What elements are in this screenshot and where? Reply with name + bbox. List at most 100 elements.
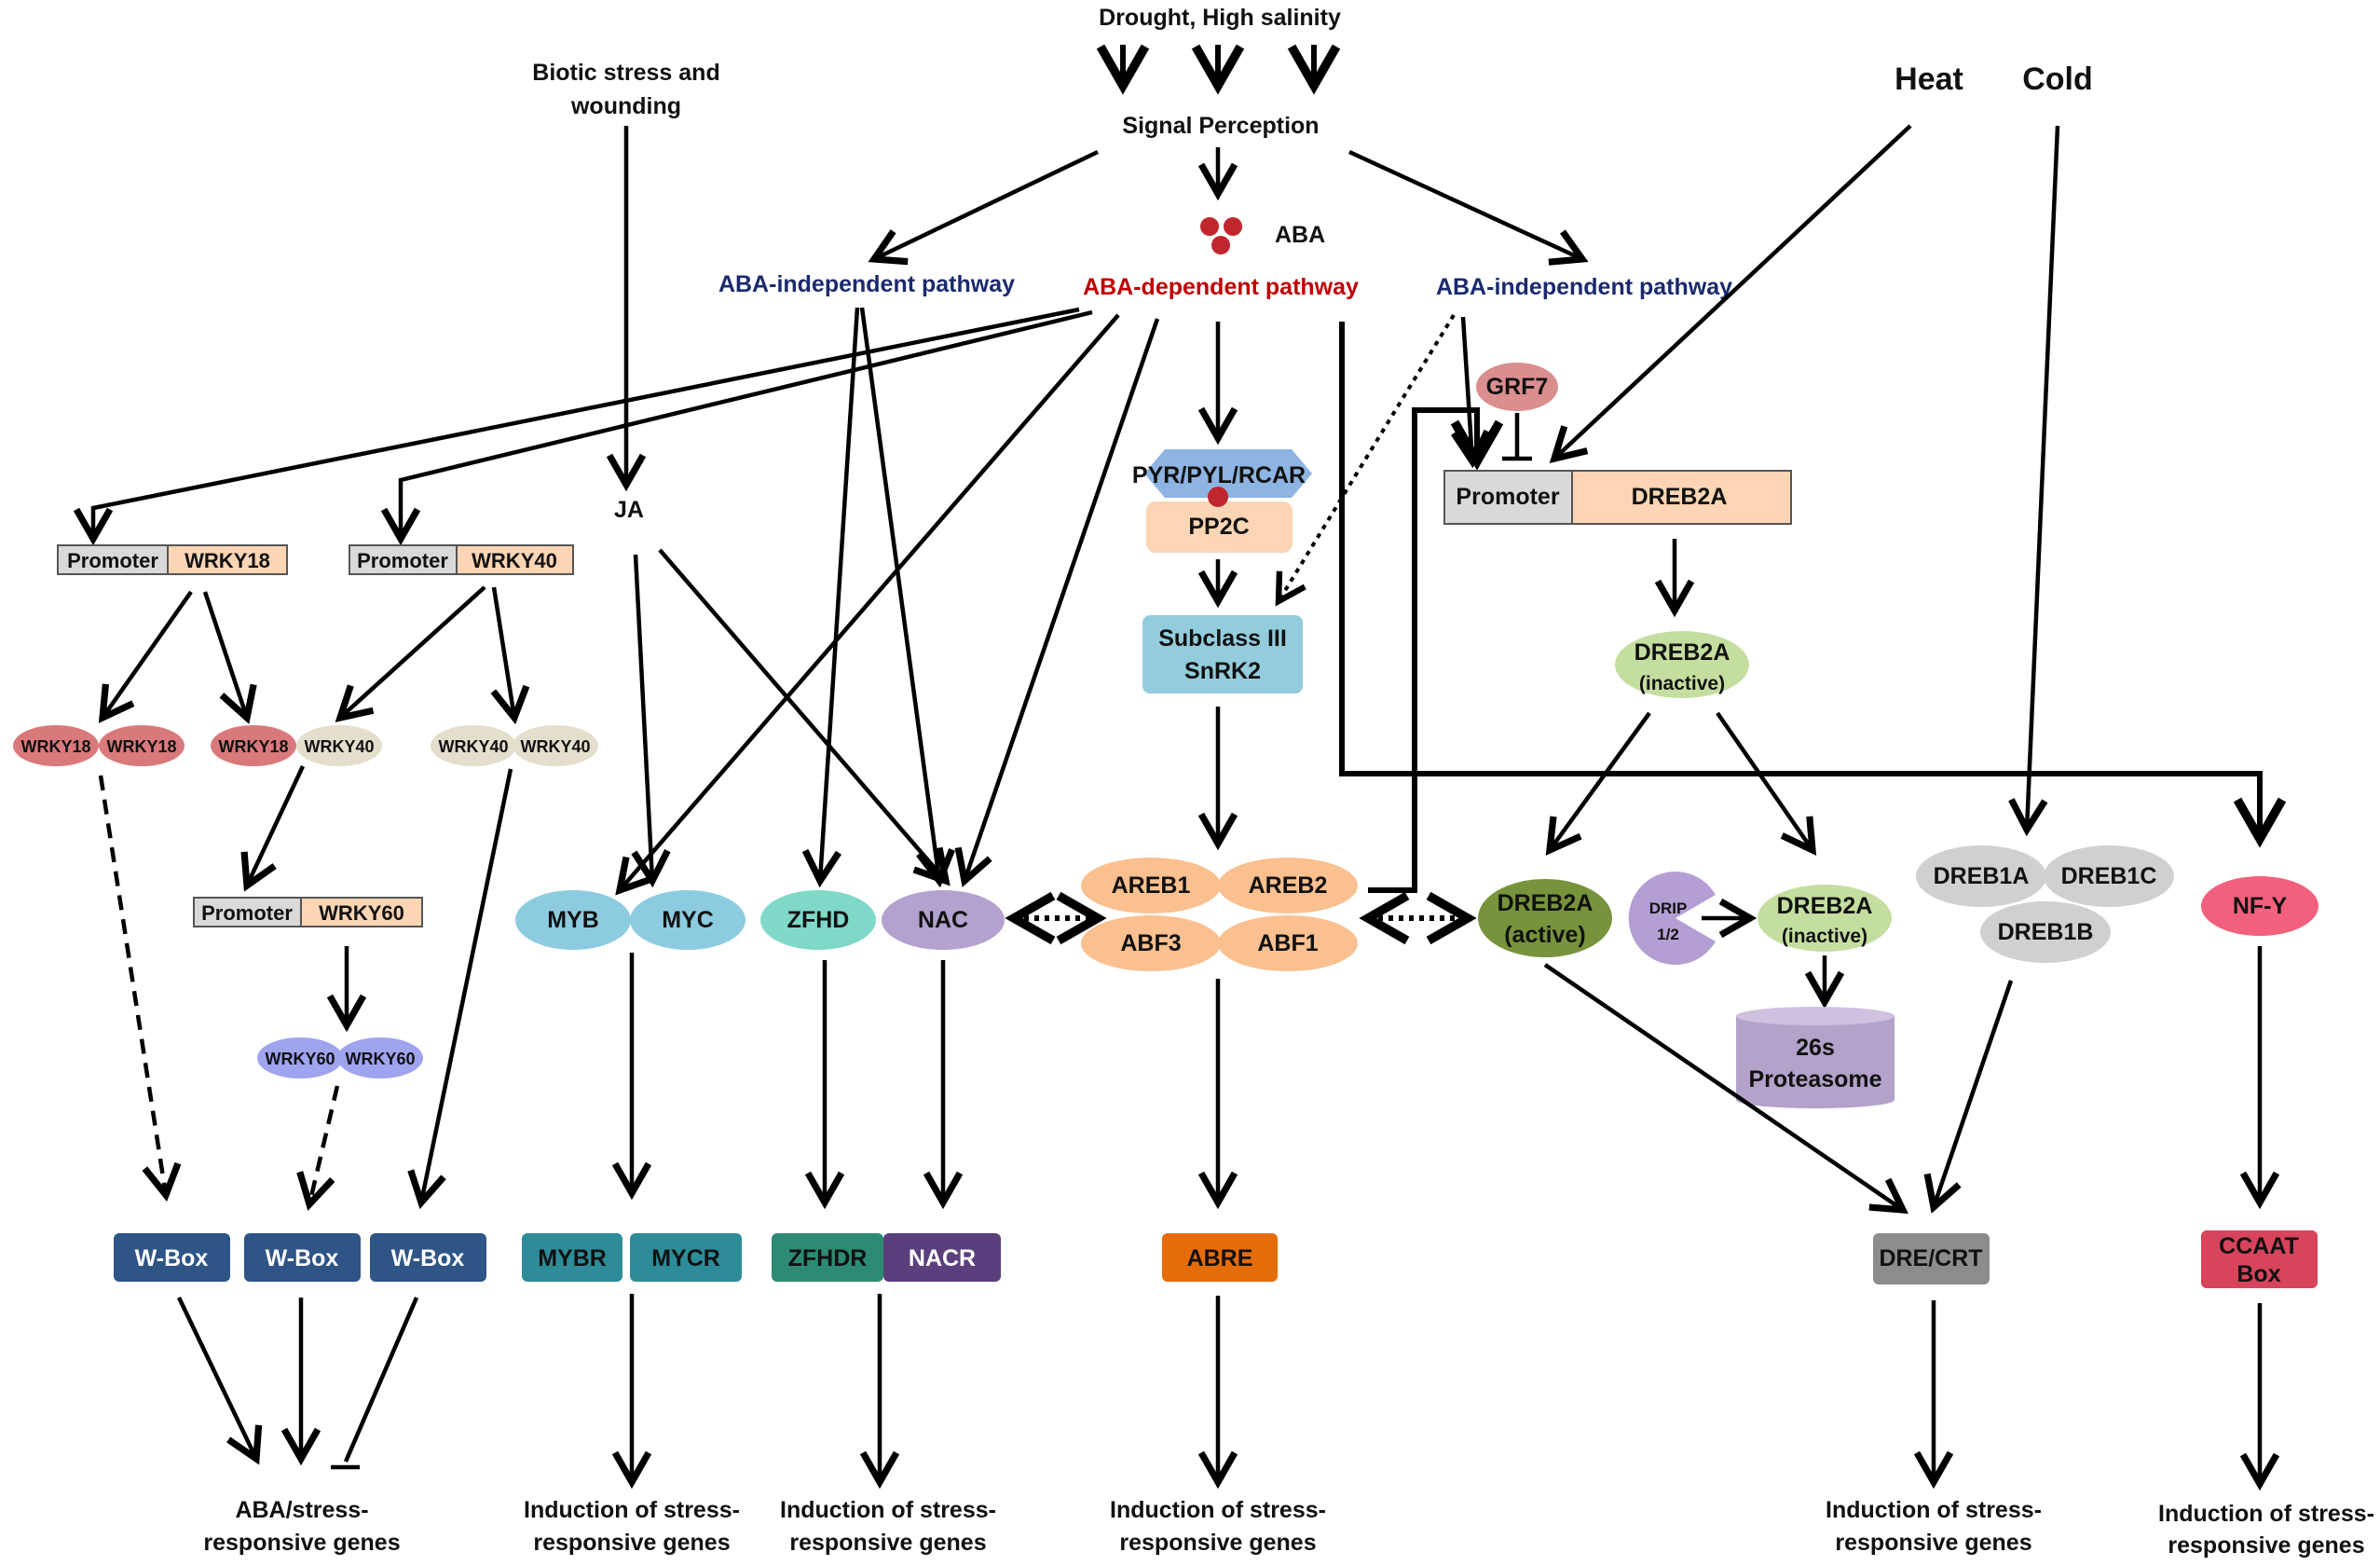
svg-text:W-Box: W-Box: [266, 1245, 339, 1271]
svg-text:DREB1B: DREB1B: [1998, 919, 2094, 945]
grf7-protein: GRF7: [1476, 363, 1558, 411]
svg-text:WRKY18: WRKY18: [218, 737, 288, 756]
dreb2a-to-degradation: [1716, 711, 1817, 856]
ja-to-nac: [658, 548, 951, 886]
svg-text:(inactive): (inactive): [1782, 926, 1867, 947]
heat-to-dreb2a-promoter: [1549, 124, 1912, 463]
svg-text:(inactive): (inactive): [1639, 673, 1725, 694]
svg-text:WRKY18: WRKY18: [21, 737, 90, 756]
wrky40-to-wbox: [407, 768, 513, 1210]
svg-text:MYC: MYC: [662, 907, 714, 933]
snrk2-kinase: Subclass III SnRK2: [1142, 615, 1303, 694]
indep-right-to-snrk2-dotted: [1275, 313, 1456, 607]
aba-stress-genes-line1: ABA/stress-: [235, 1497, 368, 1523]
svg-text:ABF1: ABF1: [1257, 930, 1318, 956]
svg-text:MYCR: MYCR: [651, 1245, 720, 1271]
induction-genes-3-line1: Induction of stress-: [1110, 1497, 1326, 1523]
svg-text:Proteasome: Proteasome: [1748, 1066, 1881, 1092]
svg-text:WRKY40: WRKY40: [438, 737, 508, 756]
ja-to-myc: [631, 554, 671, 888]
induction-genes-1-line2: responsive genes: [533, 1530, 730, 1556]
aba-molecule-icon: [1200, 217, 1242, 254]
induction-genes-5-line1: Induction of stress-: [2158, 1501, 2374, 1527]
ja-label: JA: [614, 497, 644, 523]
aba-dep-to-wrky18-promoter: [73, 307, 1080, 546]
svg-text:DREB2A: DREB2A: [1498, 890, 1594, 916]
svg-text:DRIP: DRIP: [1649, 900, 1688, 917]
zfhdr-element: ZFHDR: [772, 1233, 883, 1282]
svg-text:PP2C: PP2C: [1188, 514, 1249, 540]
svg-text:GRF7: GRF7: [1486, 374, 1549, 400]
signal-to-indep-right-arrow: [1348, 149, 1589, 266]
nf-y-protein: NF-Y: [2201, 876, 2318, 936]
induction-genes-2-line2: responsive genes: [789, 1530, 986, 1556]
wrky18-promoter-to-homodimer: [98, 590, 193, 723]
signal-perception-label: Signal Perception: [1122, 113, 1319, 139]
aba-dep-to-wrky40-promoter: [380, 309, 1093, 546]
induction-genes-2-line1: Induction of stress-: [780, 1497, 996, 1523]
svg-text:Subclass III: Subclass III: [1158, 625, 1287, 652]
dreb2a-active-to-drecrt: [1543, 963, 1908, 1215]
w-box-1: W-Box: [114, 1233, 230, 1282]
nac-protein: NAC: [882, 890, 1005, 950]
myc-protein: MYC: [630, 890, 745, 950]
wrky18-wrky40-heterodimer: WRKY18 WRKY40: [211, 725, 382, 766]
aba-dependent-label: ABA-dependent pathway: [1083, 274, 1359, 300]
svg-text:NACR: NACR: [909, 1245, 976, 1271]
wrky60-promoter: Promoter WRKY60: [193, 897, 423, 927]
aba-dep-to-myb: [615, 313, 1120, 896]
mybr-element: MYBR: [522, 1233, 622, 1282]
svg-text:WRKY40: WRKY40: [472, 549, 557, 572]
wounding-label: wounding: [570, 93, 681, 119]
svg-text:WRKY18: WRKY18: [185, 549, 270, 572]
svg-text:SnRK2: SnRK2: [1184, 658, 1261, 684]
nacr-element: NACR: [883, 1233, 1001, 1282]
svg-text:WRKY40: WRKY40: [520, 737, 590, 756]
svg-text:CCAAT: CCAAT: [2219, 1233, 2299, 1259]
dreb1-complex: DREB1A DREB1C DREB1B: [1916, 845, 2174, 963]
svg-text:1/2: 1/2: [1657, 926, 1679, 943]
aba-label: ABA: [1275, 222, 1325, 248]
induction-genes-4-line1: Induction of stress-: [1826, 1497, 2042, 1523]
svg-text:PYR/PYL/RCAR: PYR/PYL/RCAR: [1132, 462, 1306, 488]
svg-text:Promoter: Promoter: [357, 549, 448, 572]
wrky18-to-wbox-dashed: [98, 775, 182, 1202]
aba-stress-genes-line2: responsive genes: [203, 1530, 400, 1556]
wrky18-promoter: Promoter WRKY18: [57, 544, 288, 575]
svg-text:Box: Box: [2236, 1261, 2280, 1287]
cold-label: Cold: [2022, 62, 2093, 97]
svg-text:DREB2A: DREB2A: [1632, 484, 1728, 510]
svg-text:ABF3: ABF3: [1120, 930, 1181, 956]
myb-protein: MYB: [515, 890, 631, 950]
dreb1-to-drecrt: [1923, 980, 2014, 1214]
svg-text:ZFHDR: ZFHDR: [788, 1245, 868, 1271]
w-box-3: W-Box: [370, 1233, 486, 1282]
induction-genes-1-line1: Induction of stress-: [524, 1497, 740, 1523]
svg-text:WRKY18: WRKY18: [106, 737, 176, 756]
wbox3-repress-genes: [343, 1297, 419, 1463]
induction-genes-5-line2: responsive genes: [2168, 1532, 2364, 1559]
svg-text:Promoter: Promoter: [201, 901, 293, 925]
svg-text:MYBR: MYBR: [538, 1245, 607, 1271]
svg-text:DREB1C: DREB1C: [2061, 863, 2157, 889]
svg-text:NF-Y: NF-Y: [2233, 893, 2288, 919]
signal-to-indep-left-arrow: [868, 149, 1099, 266]
wrky60-to-wbox-dashed: [296, 1085, 340, 1212]
svg-text:WRKY60: WRKY60: [345, 1050, 415, 1068]
ccaat-box-element: CCAAT Box: [2201, 1230, 2318, 1288]
wrky60-homodimer: WRKY60 WRKY60: [257, 1037, 423, 1078]
aba-independent-left-label: ABA-independent pathway: [718, 271, 1015, 297]
dreb2a-inactive-drip-bound: DREB2A (inactive): [1758, 885, 1892, 952]
aba-dep-to-nfy: [1339, 322, 2287, 848]
svg-text:W-Box: W-Box: [391, 1245, 465, 1271]
svg-text:AREB1: AREB1: [1112, 872, 1191, 899]
induction-genes-4-line2: responsive genes: [1835, 1530, 2031, 1556]
svg-text:WRKY60: WRKY60: [319, 901, 404, 925]
svg-text:NAC: NAC: [918, 907, 968, 933]
aba-bound-icon: [1208, 487, 1228, 507]
pyr-pyl-rcar-receptor: PYR/PYL/RCAR: [1132, 449, 1312, 498]
indep-left-to-nac: [859, 307, 955, 888]
indep-right-to-dreb2a-promoter: [1451, 316, 1491, 469]
wrky40-promoter-to-heterodimer: [335, 585, 486, 722]
